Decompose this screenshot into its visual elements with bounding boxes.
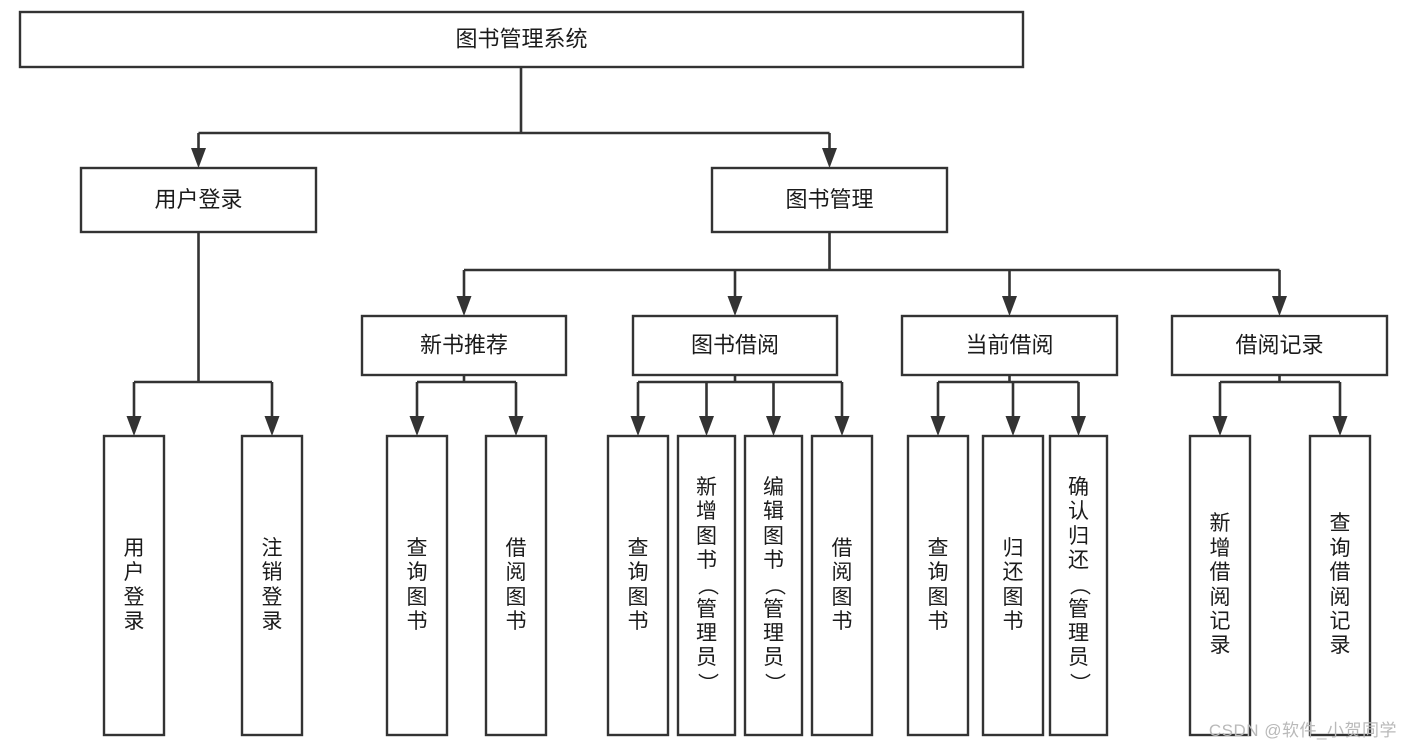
node-box-leaf-borrow-book-rec[interactable]: [484, 434, 548, 737]
connectors-layer: [126, 67, 1348, 436]
node-box-leaf-edit-book[interactable]: [743, 434, 804, 737]
node-box-leaf-query-borrow-record[interactable]: [1308, 434, 1372, 737]
arrow-to-leaf-return-book: [1005, 416, 1021, 436]
arrow-to-book-borrow: [727, 296, 743, 316]
arrow-to-current-borrow: [1002, 296, 1017, 316]
arrow-to-leaf-borrow-book: [834, 416, 850, 436]
arrow-to-leaf-query-book-cur: [930, 416, 946, 436]
node-box-root[interactable]: [18, 10, 1025, 69]
arrow-to-user-login: [191, 148, 206, 168]
arrow-to-leaf-query-book-borrow: [630, 416, 646, 436]
node-box-leaf-user-login[interactable]: [102, 434, 166, 737]
node-box-leaf-add-book[interactable]: [676, 434, 737, 737]
csdn-watermark: CSDN @软件_小贺同学: [1208, 721, 1397, 740]
node-label-new-book-rec: 新书推荐: [420, 332, 508, 357]
node-box-book-manage[interactable]: [710, 166, 949, 234]
arrow-to-borrow-record: [1272, 296, 1287, 316]
node-box-leaf-logout[interactable]: [240, 434, 304, 737]
node-box-leaf-query-book-rec[interactable]: [385, 434, 449, 737]
node-box-leaf-query-book-cur[interactable]: [906, 434, 970, 737]
boxes-layer: [18, 10, 1389, 737]
node-label-root: 图书管理系统: [455, 26, 587, 51]
node-box-leaf-add-borrow-record[interactable]: [1188, 434, 1252, 737]
arrow-to-book-manage: [822, 148, 837, 168]
arrow-to-leaf-query-book-rec: [409, 416, 425, 436]
node-label-borrow-record: 借阅记录: [1235, 332, 1323, 357]
node-box-borrow-record[interactable]: [1170, 314, 1389, 377]
node-box-leaf-confirm-return[interactable]: [1048, 434, 1109, 737]
node-box-new-book-rec[interactable]: [360, 314, 568, 377]
arrow-to-leaf-query-borrow-record: [1332, 416, 1348, 436]
arrow-to-leaf-add-book: [699, 416, 714, 436]
node-box-leaf-query-book-borrow[interactable]: [606, 434, 670, 737]
arrow-to-leaf-confirm-return: [1071, 416, 1086, 436]
arrow-to-new-book-rec: [456, 296, 472, 316]
node-box-user-login[interactable]: [79, 166, 318, 234]
node-label-user-login: 用户登录: [154, 187, 242, 212]
node-label-book-borrow: 图书借阅: [691, 332, 779, 357]
node-box-leaf-return-book[interactable]: [981, 434, 1045, 737]
node-box-current-borrow[interactable]: [900, 314, 1119, 377]
node-box-leaf-borrow-book[interactable]: [810, 434, 874, 737]
node-label-current-borrow: 当前借阅: [965, 332, 1053, 357]
node-box-book-borrow[interactable]: [631, 314, 839, 377]
arrow-to-leaf-edit-book: [766, 416, 781, 436]
arrow-to-leaf-user-login: [126, 416, 142, 436]
arrow-to-leaf-borrow-book-rec: [508, 416, 524, 436]
node-label-book-manage: 图书管理: [785, 187, 873, 212]
arrow-to-leaf-logout: [264, 416, 280, 436]
arrow-to-leaf-add-borrow-record: [1212, 416, 1228, 436]
